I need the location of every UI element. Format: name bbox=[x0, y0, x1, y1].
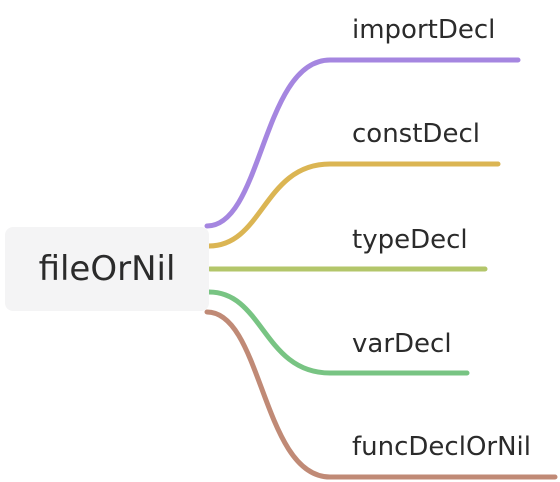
branch-edge-funcdeclornil bbox=[204, 309, 558, 480]
branch-label-vardecl[interactable]: varDecl bbox=[352, 329, 452, 359]
branch-label-importdecl[interactable]: importDecl bbox=[352, 15, 496, 45]
root-node[interactable]: fileOrNil bbox=[5, 227, 209, 311]
branch-edge-constdecl bbox=[206, 161, 501, 249]
root-node-label: fileOrNil bbox=[38, 249, 176, 289]
branch-edge-importdecl bbox=[204, 57, 521, 229]
branch-label-funcdeclornil[interactable]: funcDeclOrNil bbox=[352, 432, 531, 462]
branch-label-typedecl[interactable]: typeDecl bbox=[352, 225, 468, 255]
branch-label-constdecl[interactable]: constDecl bbox=[352, 119, 480, 149]
branch-edge-vardecl bbox=[206, 289, 470, 376]
